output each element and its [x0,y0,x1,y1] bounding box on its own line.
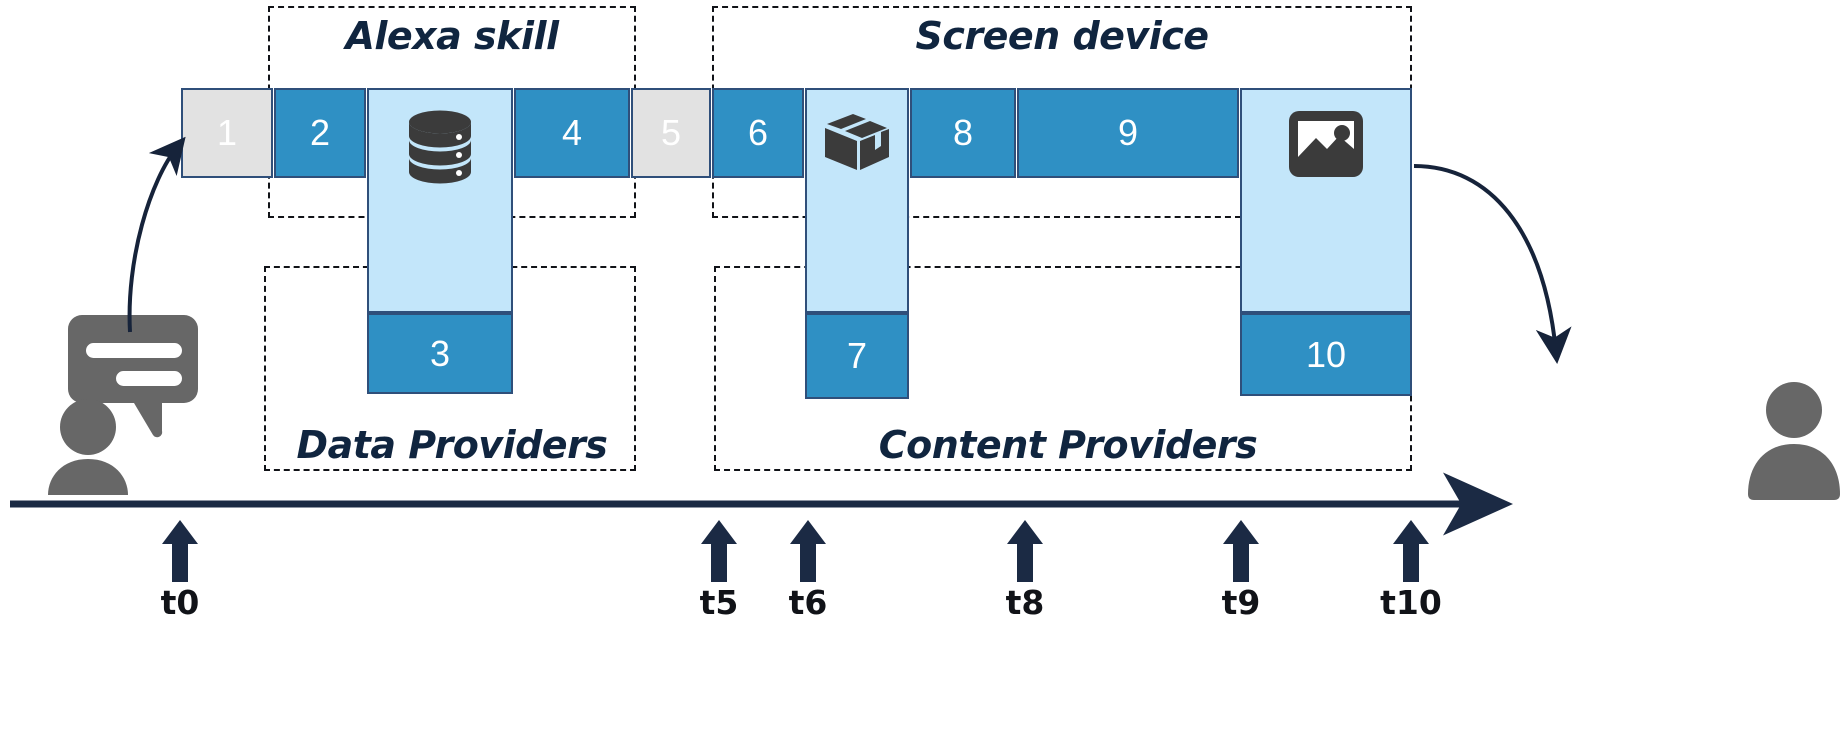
person-icon [48,399,128,495]
response-arrow [1413,164,1572,364]
tick-arrow-t6 [790,520,826,582]
tick-label-t8: t8 [1005,583,1045,622]
step-block-6[interactable]: 6 [712,88,804,178]
tick-arrow-t5 [701,520,737,582]
step-block-3[interactable]: 3 [367,313,513,394]
group-label-content-providers: Content Providers [878,423,1258,467]
user-left [46,305,206,495]
tick-label-t6: t6 [788,583,828,622]
tick-label-t0: t0 [160,583,200,622]
group-label-screen-device: Screen device [915,14,1209,58]
tick-label-t9: t9 [1221,583,1261,622]
speech-bubble-icon [68,315,198,438]
tick-label-t5: t5 [699,583,739,622]
group-label-data-providers: Data Providers [296,423,608,467]
tick-arrow-t0 [162,520,198,582]
tick-arrow-t10 [1393,520,1429,582]
person-icon [1748,382,1840,500]
request-arrow [127,136,186,333]
step-block-4[interactable]: 4 [514,88,630,178]
tick-arrow-t9 [1223,520,1259,582]
tick-arrow-t8 [1007,520,1043,582]
user-right [1742,382,1846,500]
tick-label-t10: t10 [1380,583,1442,622]
group-label-alexa-skill: Alexa skill [345,14,559,58]
